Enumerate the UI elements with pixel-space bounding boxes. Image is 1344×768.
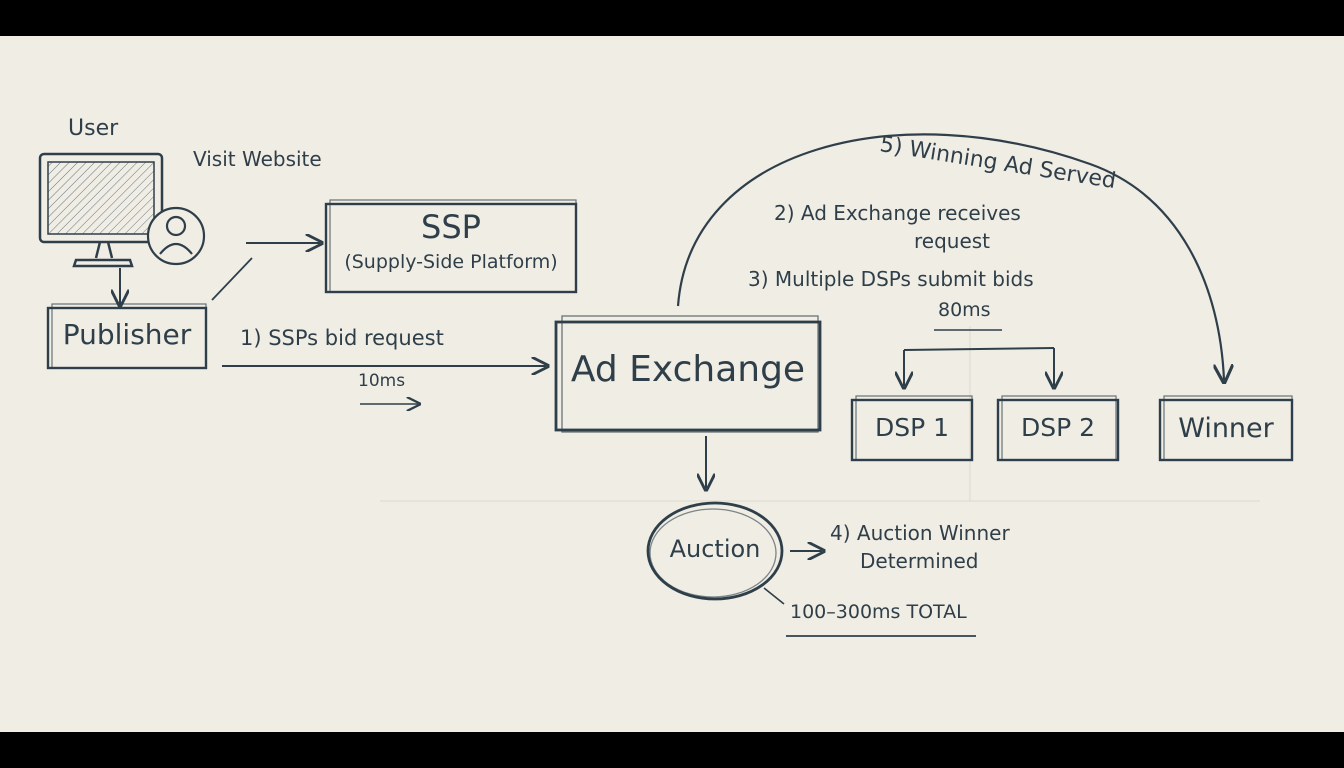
publisher-box bbox=[46, 303, 208, 370]
winner-box bbox=[1158, 395, 1294, 462]
user-avatar-icon bbox=[146, 206, 206, 266]
step2-line1: 2) Ad Exchange receives bbox=[774, 201, 1021, 225]
step4-line2: Determined bbox=[860, 549, 979, 573]
ad-exchange-box bbox=[554, 315, 822, 433]
arc-winning-ad-served bbox=[676, 133, 1224, 380]
dsp1-label: DSP 1 bbox=[874, 413, 950, 442]
user-label: User bbox=[68, 116, 119, 141]
diagram-canvas: User Visit Website Publisher SSP (Supply… bbox=[0, 36, 1344, 732]
ssp-box bbox=[324, 199, 578, 294]
winner-label: Winner bbox=[1178, 413, 1274, 444]
step2-line2: request bbox=[914, 229, 991, 253]
connector-total bbox=[763, 587, 785, 605]
dsp2-box bbox=[996, 395, 1120, 462]
monitor-icon bbox=[38, 152, 164, 268]
auction-label: Auction bbox=[669, 535, 761, 563]
step1-time: 10ms bbox=[358, 371, 406, 391]
visit-website-label: Visit Website bbox=[193, 147, 322, 171]
ssp-title: SSP bbox=[421, 208, 481, 246]
total-time-label: 100–300ms TOTAL bbox=[790, 601, 967, 623]
ssp-subtitle: (Supply-Side Platform) bbox=[344, 251, 558, 273]
dsp2-label: DSP 2 bbox=[1020, 413, 1096, 442]
step4-line1: 4) Auction Winner bbox=[830, 521, 1010, 545]
dsp-bracket bbox=[904, 347, 1054, 386]
step3-time: 80ms bbox=[938, 299, 991, 321]
connector-publisher-ssp bbox=[211, 257, 253, 301]
auction-ellipse bbox=[646, 501, 784, 601]
step1-label: 1) SSPs bid request bbox=[240, 326, 444, 350]
step3-label: 3) Multiple DSPs submit bids bbox=[748, 267, 1034, 291]
publisher-label: Publisher bbox=[62, 318, 192, 351]
dsp1-box bbox=[850, 395, 974, 462]
diagram-lines bbox=[38, 133, 1294, 637]
ad-exchange-label: Ad Exchange bbox=[570, 349, 806, 390]
